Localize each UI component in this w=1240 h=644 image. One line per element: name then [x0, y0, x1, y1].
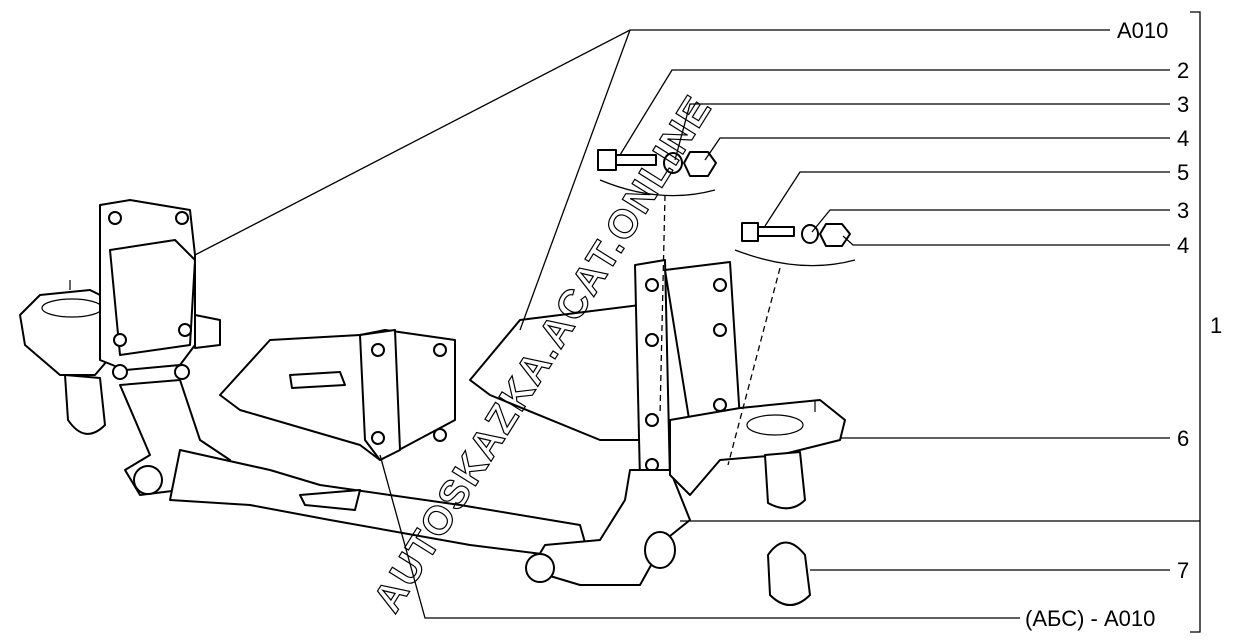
callout-abs-a010: (АБС) - A010: [1025, 606, 1155, 631]
leader-lines: [194, 11, 1201, 633]
callout-3b: 3: [1177, 198, 1189, 223]
callout-3: 3: [1177, 92, 1189, 117]
callout-7: 7: [1177, 558, 1189, 583]
callout-a010: A010: [1117, 18, 1168, 43]
callout-1: 1: [1210, 313, 1222, 338]
callout-6: 6: [1177, 426, 1189, 451]
callout-4: 4: [1177, 126, 1189, 151]
callout-4b: 4: [1177, 233, 1189, 258]
callout-5: 5: [1177, 160, 1189, 185]
callout-2: 2: [1177, 58, 1189, 83]
crossmember-drawing: [19, 149, 856, 606]
